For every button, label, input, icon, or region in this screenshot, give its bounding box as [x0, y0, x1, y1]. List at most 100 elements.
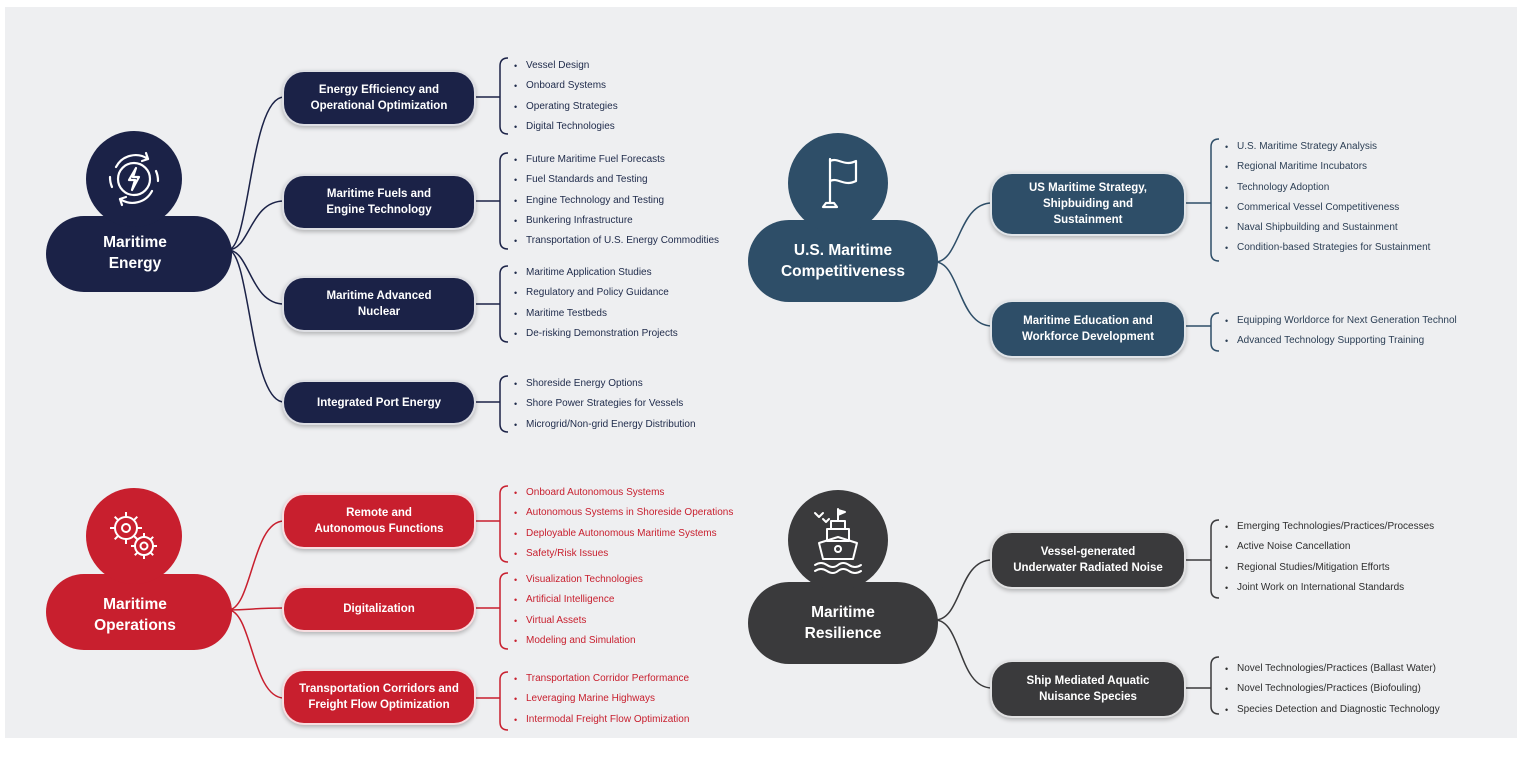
branch-label: Shipbuiding and — [1042, 198, 1134, 210]
ship-icon — [814, 508, 862, 574]
energy-hub-title-line1: Maritime — [103, 234, 167, 251]
energy-branch-4: Integrated Port Energy — [282, 380, 476, 425]
list-item: Regional Maritime Incubators — [1217, 157, 1430, 178]
list-item: Engine Technology and Testing — [506, 191, 719, 212]
competitiveness-hub-pill — [748, 220, 938, 302]
operations-hub-icon-circle — [86, 488, 182, 584]
resilience-branch-1-items: Emerging Technologies/Practices/Processe… — [1217, 517, 1434, 598]
branch-label: Autonomous Functions — [314, 523, 444, 535]
branch-label: Vessel-generated — [1040, 546, 1136, 558]
list-item: Joint Work on International Standards — [1217, 578, 1434, 599]
list-item: Novel Technologies/Practices (Ballast Wa… — [1217, 659, 1440, 680]
list-item: Emerging Technologies/Practices/Processe… — [1217, 517, 1434, 538]
list-item: Technology Adoption — [1217, 178, 1430, 199]
competitiveness-connectors — [934, 138, 1220, 352]
branch-label: Underwater Radiated Noise — [1013, 562, 1163, 574]
energy-hub-title: Maritime Energy — [60, 232, 210, 274]
list-item: Safety/Risk Issues — [506, 544, 733, 565]
energy-branch-3-items: Maritime Application Studies Regulatory … — [506, 263, 678, 344]
competitiveness-hub-title-line2: Competitiveness — [780, 263, 906, 280]
branch-label: Engine Technology — [326, 204, 432, 216]
list-item: Future Maritime Fuel Forecasts — [506, 150, 719, 171]
branch-label: Workforce Development — [1021, 331, 1155, 343]
list-item: Advanced Technology Supporting Training — [1217, 331, 1457, 352]
list-item: Operating Strategies — [506, 97, 618, 118]
operations-branch-2: Digitalization — [282, 586, 476, 632]
energy-branch-1-items: Vessel Design Onboard Systems Operating … — [506, 56, 618, 137]
list-item: Transportation Corridor Performance — [506, 669, 689, 690]
competitiveness-hub-title-line1: U.S. Maritime — [793, 242, 893, 259]
branch-label: Operational Optimization — [310, 100, 448, 112]
list-item: Microgrid/Non-grid Energy Distribution — [506, 415, 696, 436]
list-item: Regional Studies/Mitigation Efforts — [1217, 558, 1434, 579]
energy-connectors — [227, 57, 509, 433]
branch-label: Freight Flow Optimization — [308, 699, 450, 711]
list-item: Equipping Worldorce for Next Generation … — [1217, 311, 1457, 332]
list-item: Active Noise Cancellation — [1217, 537, 1434, 558]
competitiveness-hub-icon-circle — [788, 133, 888, 233]
operations-branch-1-items: Onboard Autonomous Systems Autonomous Sy… — [506, 483, 733, 564]
list-item: Deployable Autonomous Maritime Systems — [506, 524, 733, 545]
list-item: Naval Shipbuilding and Sustainment — [1217, 218, 1430, 239]
list-item: Shore Power Strategies for Vessels — [506, 394, 696, 415]
list-item: Onboard Autonomous Systems — [506, 483, 733, 504]
list-item: Novel Technologies/Practices (Biofouling… — [1217, 679, 1440, 700]
resilience-connectors — [934, 519, 1220, 715]
operations-connectors — [227, 485, 509, 731]
list-item: Virtual Assets — [506, 611, 643, 632]
lightning-cycle-icon — [108, 151, 160, 207]
competitiveness-hub-title: U.S. Maritime Competitiveness — [748, 240, 938, 282]
operations-hub-title: Maritime Operations — [60, 594, 210, 636]
energy-branch-4-items: Shoreside Energy Options Shore Power Str… — [506, 374, 696, 435]
list-item: Transportation of U.S. Energy Commoditie… — [506, 231, 719, 252]
branch-label: Maritime Education and — [1023, 315, 1153, 327]
list-item: Vessel Design — [506, 56, 618, 77]
resilience-branch-2-items: Novel Technologies/Practices (Ballast Wa… — [1217, 659, 1440, 720]
competitiveness-branch-1-items: U.S. Maritime Strategy Analysis Regional… — [1217, 137, 1430, 259]
energy-hub-pill — [46, 216, 232, 292]
list-item: Leveraging Marine Highways — [506, 689, 689, 710]
operations-hub-title-line1: Maritime — [103, 596, 167, 613]
gears-icon — [110, 512, 157, 559]
branch-label: Nuisance Species — [1039, 691, 1137, 703]
energy-hub-icon-circle — [86, 131, 182, 227]
list-item: Fuel Standards and Testing — [506, 170, 719, 191]
operations-hub-title-line2: Operations — [94, 617, 176, 634]
competitiveness-branch-2-items: Equipping Worldorce for Next Generation … — [1217, 311, 1457, 352]
list-item: Modeling and Simulation — [506, 631, 643, 652]
resilience-hub-title-line2: Resilience — [804, 625, 882, 642]
operations-branch-3-items: Transportation Corridor Performance Leve… — [506, 669, 689, 730]
operations-branch-2-items: Visualization Technologies Artificial In… — [506, 570, 643, 651]
list-item: Species Detection and Diagnostic Technol… — [1217, 700, 1440, 721]
list-item: U.S. Maritime Strategy Analysis — [1217, 137, 1430, 158]
list-item: Regulatory and Policy Guidance — [506, 283, 678, 304]
energy-hub-title-line2: Energy — [108, 255, 162, 272]
branch-label: Integrated Port Energy — [317, 396, 441, 409]
resilience-hub-icon-circle — [788, 490, 888, 590]
branch-label: Maritime Advanced — [326, 290, 432, 302]
list-item: Commerical Vessel Competitiveness — [1217, 198, 1430, 219]
branch-label: US Maritime Strategy, — [1028, 182, 1147, 194]
list-item: Visualization Technologies — [506, 570, 643, 591]
branch-label: Nuclear — [357, 306, 401, 318]
list-item: Shoreside Energy Options — [506, 374, 696, 395]
branch-label: Maritime Fuels and — [326, 188, 432, 200]
branch-label: Digitalization — [343, 603, 415, 615]
list-item: Bunkering Infrastructure — [506, 211, 719, 232]
list-item: Intermodal Freight Flow Optimization — [506, 710, 689, 731]
branch-label: Ship Mediated Aquatic — [1026, 675, 1150, 687]
branch-label: Energy Efficiency and — [318, 84, 440, 96]
list-item: Condition-based Strategies for Sustainme… — [1217, 238, 1430, 259]
operations-hub-pill — [46, 574, 232, 650]
resilience-hub-title-line1: Maritime — [811, 604, 875, 621]
